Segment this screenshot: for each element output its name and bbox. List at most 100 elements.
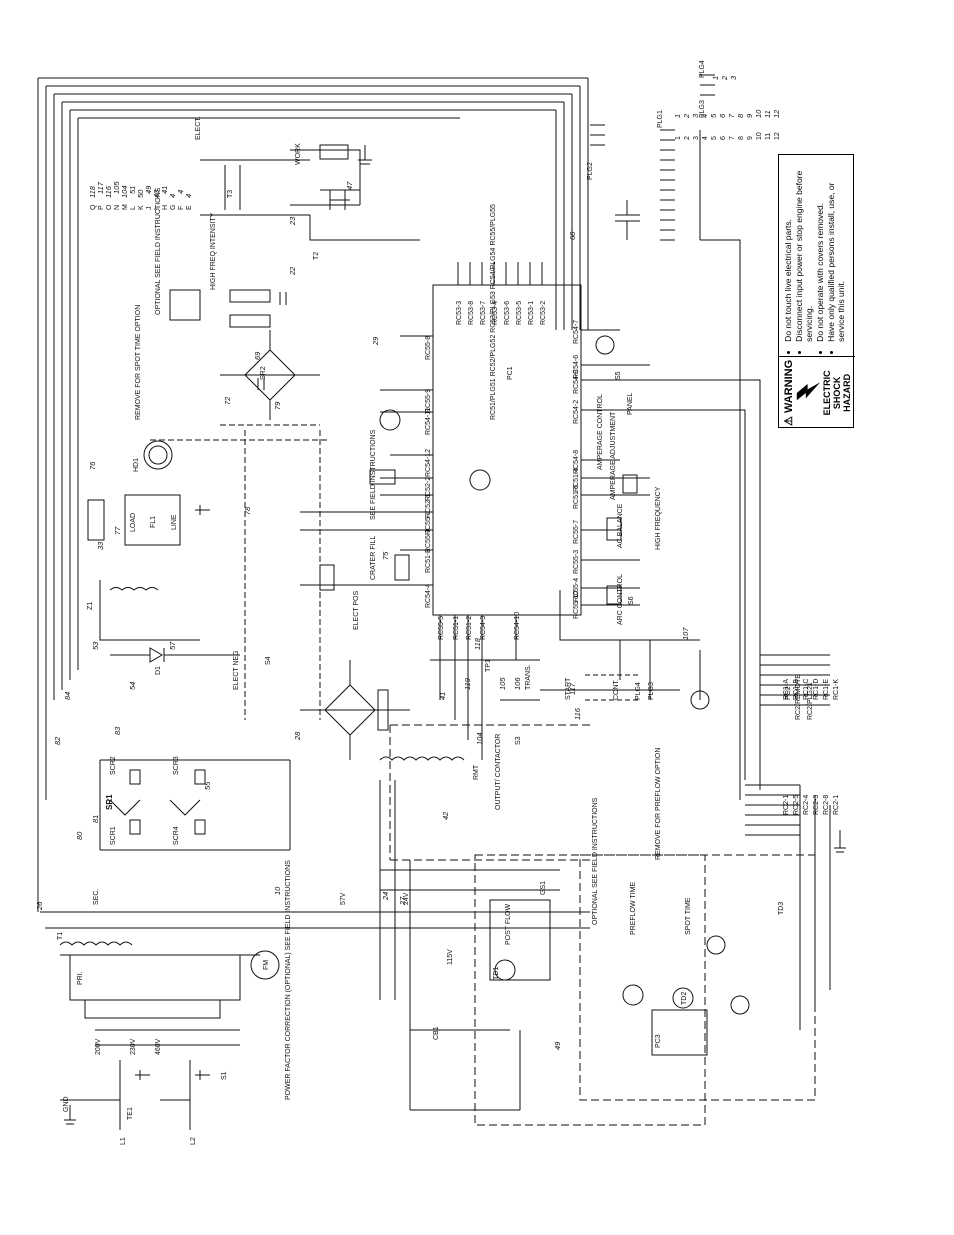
wire-number: 104: [475, 732, 484, 745]
wire-number: 105: [498, 677, 507, 690]
header-wire-number: 105: [112, 181, 121, 194]
warning-item: Have only qualified persons install, use…: [826, 159, 846, 342]
rc53-pin-label: RC53-4: [492, 301, 499, 325]
wire-number: 117: [568, 682, 577, 695]
plg1-pin-number: 10: [756, 132, 763, 140]
wire-number: 22: [288, 266, 297, 276]
wire-number: 83: [113, 726, 122, 735]
label-scr1: SCR1: [110, 826, 117, 845]
warning-title: ⚠ WARNING: [783, 359, 795, 426]
label-remove-spot: REMOVE FOR SPOT TIME OPTION: [135, 305, 142, 420]
label-line: LINE: [171, 514, 178, 530]
wire-number: 119: [463, 677, 472, 690]
pc1-right-pin-label: RC55-4: [573, 578, 580, 602]
wire-number: 76: [88, 461, 97, 470]
header-wire-number: 4: [184, 194, 193, 198]
pc1-right-pin-label: RC55-3: [573, 550, 580, 574]
header-wire-number: 4: [176, 190, 185, 194]
label-pc1-connectors: RC51/PLG51 RC52/PLG52 RC53/PLG53 RC54/PL…: [490, 204, 497, 420]
plg1-wire-number: 4: [700, 114, 709, 118]
pc1-left-pin-label: RC55-1: [425, 529, 432, 553]
label-pc3: PC3: [655, 1034, 662, 1048]
wire-number: 28: [293, 731, 302, 741]
plg1-pin-number: 1: [675, 136, 682, 140]
plg1-pin-number: 2: [684, 136, 691, 140]
header-letter: Q: [90, 204, 97, 210]
plg1-pin-number: 4: [702, 136, 709, 140]
plg1-pin-number: 5: [711, 136, 718, 140]
label-high-frequency: HIGH FREQUENCY: [655, 486, 662, 550]
wire-number: 78: [243, 506, 252, 515]
rc53-pin-label: RC53-6: [504, 301, 511, 325]
label-24v: 24V: [403, 892, 410, 905]
rc53-pin-label: RC53-2: [540, 301, 547, 325]
header-letter: N: [114, 205, 121, 210]
rc1-pin-label: RC1-B: [793, 679, 800, 700]
wire-number: 55: [203, 781, 212, 790]
pc1-bottom-pin-label: RC51-2: [466, 616, 473, 640]
wire-number: 106: [513, 677, 522, 690]
wire-number: 57: [168, 641, 177, 650]
wire-number: 33: [96, 541, 105, 550]
warning-caption: ELECTRIC SHOCK HAZARD: [822, 359, 852, 427]
pc1-right-pin-label: RC54-2: [573, 400, 580, 424]
label-pc2: PC2: [785, 686, 792, 700]
wire-number: 49: [553, 1041, 562, 1050]
pc1-right-pin-label: RC51-5: [573, 485, 580, 509]
wire-number: 75: [381, 551, 390, 560]
header-wire-number: 49: [144, 185, 153, 194]
wire-number: 80: [75, 831, 84, 840]
rc2-pin-label: RC2-4: [803, 795, 810, 815]
pc1-left-pin-label: RC55-2: [425, 511, 432, 535]
rc2-pin-label: RC2-8: [823, 795, 830, 815]
label-output-contactor: OUTPUT/ CONTACTOR: [495, 734, 502, 810]
label-t2: T2: [313, 252, 320, 260]
electric-shock-icon: [796, 382, 821, 401]
pc1-left-pin-label: RC54-12: [425, 449, 432, 477]
label-plg2: PLG2: [587, 162, 594, 180]
plg3-wire-number: 2: [720, 75, 729, 81]
label-plg3: PLG3: [648, 682, 655, 700]
label-td1: TD1: [493, 967, 500, 980]
wire-number: 107: [681, 627, 690, 640]
label-gnd: GND: [63, 1096, 70, 1112]
label-plg4-top: PLG4: [699, 60, 706, 78]
label-s6: S6: [628, 596, 635, 605]
pc1-left-pin-label: RC55-9: [425, 389, 432, 413]
plg1-wire-number: 1: [673, 114, 682, 118]
label-s4: S4: [265, 656, 272, 665]
label-amperage-adjustment: AMPERAGE ADJUSTMENT: [610, 411, 617, 500]
pc1-right-pin-label: RC55-7: [573, 520, 580, 544]
label-tp1: TP1: [485, 659, 492, 672]
label-td3: TD3: [778, 902, 785, 915]
label-ac-balance: AC BALANCE: [617, 503, 624, 548]
warning-caption-line1: ELECTRIC: [822, 370, 832, 416]
pc1-right-pin-label: RC51-4: [573, 468, 580, 492]
label-cont: CONT.: [613, 679, 620, 700]
rc2-pin-label: RC2-1: [833, 795, 840, 815]
wire-number: 41: [438, 692, 447, 700]
plg1-wire-number: 6: [718, 113, 727, 118]
label-plg2-57v: 57V: [340, 892, 347, 905]
header-wire-number: 116: [104, 185, 113, 198]
rc53-pin-label: RC53-5: [516, 301, 523, 325]
plg1-wire-number: 11: [763, 110, 772, 118]
wire-number: 23: [288, 216, 297, 226]
label-optional: OPTIONAL SEE FIELD INSTRUCTIONS: [155, 187, 162, 315]
label-optional-lower: OPTIONAL SEE FIELD INSTRUCTIONS: [592, 797, 599, 925]
header-letter: K: [138, 205, 145, 210]
plg3-wire-number: 1: [711, 76, 720, 80]
label-remove-preflow: REMOVE FOR PREFLOW OPTION: [655, 748, 662, 860]
label-s1: S1: [221, 1071, 228, 1080]
label-crater-fill: CRATER FILL: [370, 536, 377, 580]
plg3-wire-number: 3: [729, 75, 738, 80]
label-v460: 460V: [155, 1038, 162, 1055]
label-scr3: SCR3: [173, 756, 180, 775]
wire-number: 84: [63, 692, 72, 700]
warning-item: Do not touch live electrical parts.: [783, 159, 793, 342]
label-plg4: PLG4: [635, 682, 642, 700]
label-work: WORK: [295, 143, 302, 165]
label-z1: Z1: [87, 602, 94, 610]
wire-number: 42: [441, 811, 450, 820]
